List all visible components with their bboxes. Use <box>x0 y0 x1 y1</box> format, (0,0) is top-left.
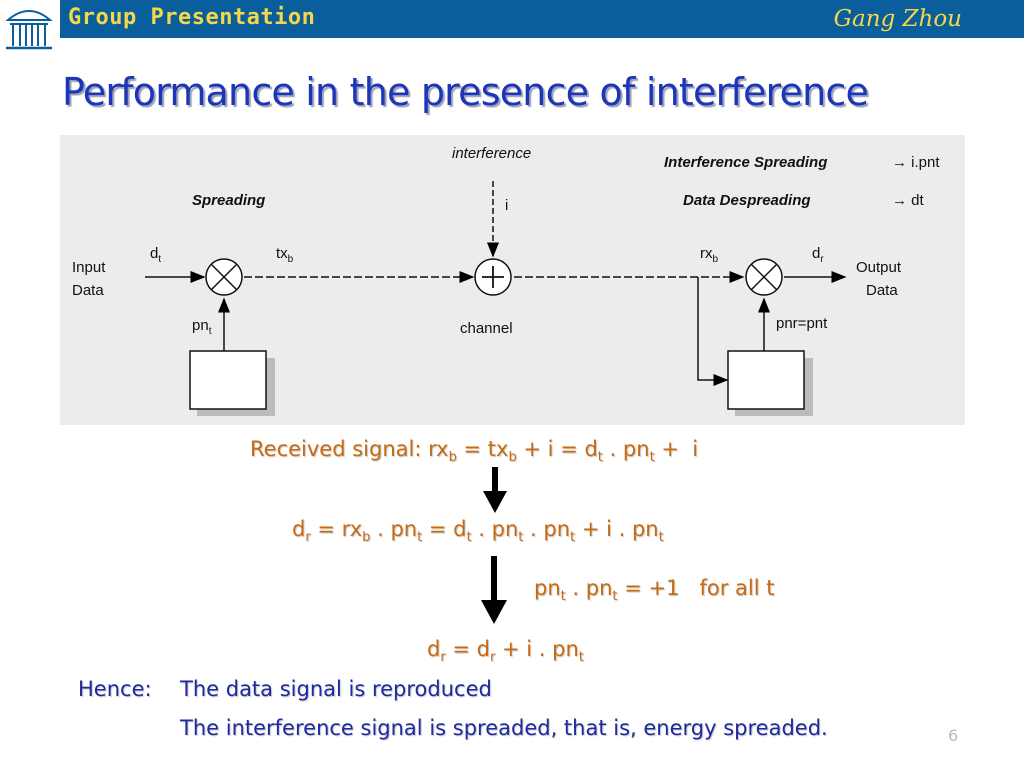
interference-spreading-label: Interference Spreading <box>664 154 827 171</box>
input-label: Input <box>72 259 106 276</box>
received-signal-text: Received signal: rxb = txb + i = dt . pn… <box>250 437 699 466</box>
page-number: 6 <box>948 726 959 745</box>
dt-label: dt <box>150 245 161 265</box>
dr-label: dr <box>812 245 824 265</box>
pn-code-box-right <box>727 350 813 416</box>
output-label: Output <box>856 259 902 276</box>
presentation-title: Group Presentation <box>68 5 316 30</box>
slide-title: Performance in the presence of interfere… <box>62 70 869 114</box>
txb-label: txb <box>276 245 294 265</box>
multiplier-right-icon <box>745 258 783 296</box>
input-label-data: Data <box>72 282 104 299</box>
university-logo-icon <box>2 2 56 52</box>
conclusion-line-2: The interference signal is spreaded, tha… <box>180 716 828 740</box>
received-signal-equation: Received signal: rxb = txb + i = dt . pn… <box>250 437 698 465</box>
result-equation: dr = dr + i . pnt <box>427 637 584 666</box>
rxb-label: rxb <box>700 245 719 265</box>
i-label: i <box>505 197 508 214</box>
conclusion-line-1: The data signal is reproduced <box>180 677 492 701</box>
pnr-label: pnr=pnt <box>776 315 828 332</box>
interference-label: interference <box>452 145 531 162</box>
pn-code-box-left <box>189 350 275 416</box>
channel-label: channel <box>460 320 513 337</box>
pnt-label: pnt <box>192 317 212 337</box>
spread-spectrum-diagram: interference i Spreading Interference Sp… <box>60 135 965 425</box>
down-arrow-icon <box>483 467 507 513</box>
multiplier-left-icon <box>205 258 243 296</box>
spreading-label: Spreading <box>192 192 265 209</box>
adder-icon <box>474 258 512 296</box>
author-name: Gang Zhou <box>833 6 962 32</box>
hence-label: Hence: <box>78 677 152 701</box>
down-arrow-icon <box>481 556 507 624</box>
identity-equation: pnt . pnt = +1 for all t <box>534 576 775 605</box>
data-despreading-label: Data Despreading <box>683 192 811 209</box>
data-despreading-result: → dt <box>892 192 925 209</box>
output-label-data: Data <box>866 282 898 299</box>
dr-expansion-equation: dr = rxb . pnt = dt . pnt . pnt + i . pn… <box>292 517 664 546</box>
header-bar <box>60 0 1024 38</box>
interference-spreading-result: → i.pnt <box>892 154 940 171</box>
